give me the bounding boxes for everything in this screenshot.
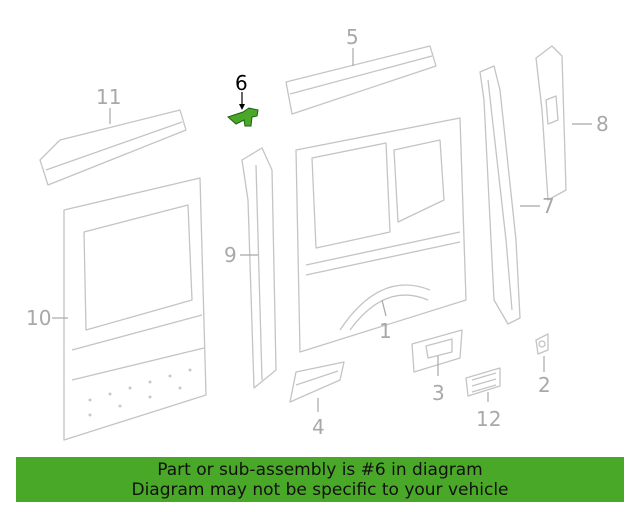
callout-6[interactable]: 6 — [235, 71, 248, 95]
callout-8[interactable]: 8 — [596, 112, 609, 136]
part-1-side-panel[interactable] — [295, 117, 467, 353]
callout-9[interactable]: 9 — [224, 243, 237, 267]
callout-3[interactable]: 3 — [432, 381, 445, 405]
parts-diagram: 11 5 6 8 7 9 10 1 2 3 12 4 — [26, 25, 609, 441]
callout-1[interactable]: 1 — [379, 319, 392, 343]
callout-12[interactable]: 12 — [476, 407, 501, 431]
part-11-roof-bow[interactable] — [39, 109, 187, 186]
callout-2[interactable]: 2 — [538, 373, 551, 397]
part-8-trim[interactable] — [535, 45, 567, 201]
part-2-clip[interactable] — [535, 333, 549, 355]
part-12-vent[interactable] — [465, 367, 501, 397]
callout-10[interactable]: 10 — [26, 306, 51, 330]
callout-4[interactable]: 4 — [312, 415, 325, 439]
callout-7[interactable]: 7 — [542, 194, 555, 218]
part-10-side-panel[interactable] — [63, 177, 207, 441]
leader-lines — [52, 48, 592, 412]
banner-line-2: Diagram may not be specific to your vehi… — [131, 480, 509, 500]
part-4-molding[interactable] — [289, 361, 345, 403]
part-info-banner: Part or sub-assembly is #6 in diagram Di… — [16, 457, 624, 502]
part-9-pillar[interactable] — [241, 147, 277, 389]
part-3-panel[interactable] — [411, 329, 463, 373]
part-5-roof-rail[interactable] — [285, 45, 437, 115]
callout-11[interactable]: 11 — [96, 85, 121, 109]
callout-5[interactable]: 5 — [346, 25, 359, 49]
part-6-bracket[interactable] — [227, 107, 259, 127]
banner-line-1: Part or sub-assembly is #6 in diagram — [157, 460, 483, 480]
part-7-pillar[interactable] — [479, 65, 521, 325]
